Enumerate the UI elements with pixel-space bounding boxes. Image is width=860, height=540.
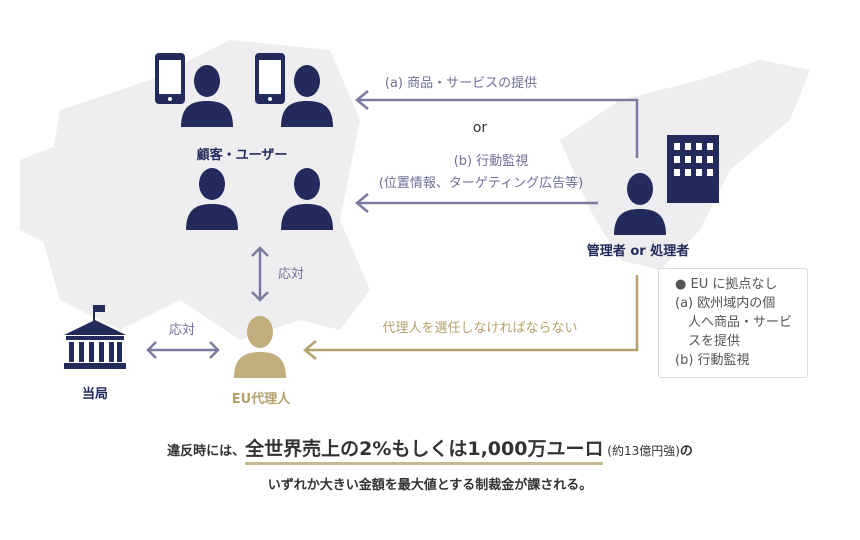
arrow-b-sublabel: (位置情報、ターゲティング広告等) (378, 176, 584, 191)
note-line: スを提供 (675, 334, 741, 349)
note-line: 人へ商品・サービ (675, 315, 793, 330)
condition-note-box: ● EU に拠点なし (a) 欧州域内の個 人へ商品・サービ スを提供 (b) … (658, 268, 808, 378)
penalty-prefix: 違反時には、 (167, 444, 246, 459)
authority-label: 当局 (81, 387, 109, 402)
government-building-icon (64, 305, 126, 369)
note-line: (a) 欧州域内の個 (675, 296, 776, 311)
customers-label: 顧客・ユーザー (196, 148, 288, 163)
arrow-a-goods-services (357, 98, 639, 158)
smartphone-icon (255, 53, 285, 104)
arrow-b-label: (b) 行動監視 (453, 154, 529, 169)
respond-label-horizontal: 応対 (168, 323, 196, 338)
note-line: (b) 行動監視 (675, 353, 750, 368)
appoint-label: 代理人を選任しなければならない (382, 321, 578, 336)
penalty-paren: (約13億円強) (603, 444, 680, 458)
penalty-text-line2: いずれか大きい金額を最大値とする制裁金が課される。 (267, 478, 593, 493)
controller-label: 管理者 or 処理者 (586, 244, 690, 259)
arrow-appoint-representative (305, 275, 639, 352)
note-line: ● EU に拠点なし (675, 277, 778, 292)
or-label: or (472, 120, 488, 136)
eu-representative-label: EU代理人 (231, 392, 291, 407)
office-building-icon (667, 135, 719, 203)
respond-label-vertical: 応対 (277, 267, 305, 282)
arrow-a-label: (a) 商品・サービスの提供 (384, 76, 538, 91)
penalty-text-line1: 違反時には、全世界売上の2%もしくは1,000万ユーロ (約13億円強)の (0, 434, 860, 465)
smartphone-icon (155, 53, 185, 104)
penalty-suffix: の (679, 444, 693, 459)
penalty-highlight: 全世界売上の2%もしくは1,000万ユーロ (245, 438, 604, 465)
